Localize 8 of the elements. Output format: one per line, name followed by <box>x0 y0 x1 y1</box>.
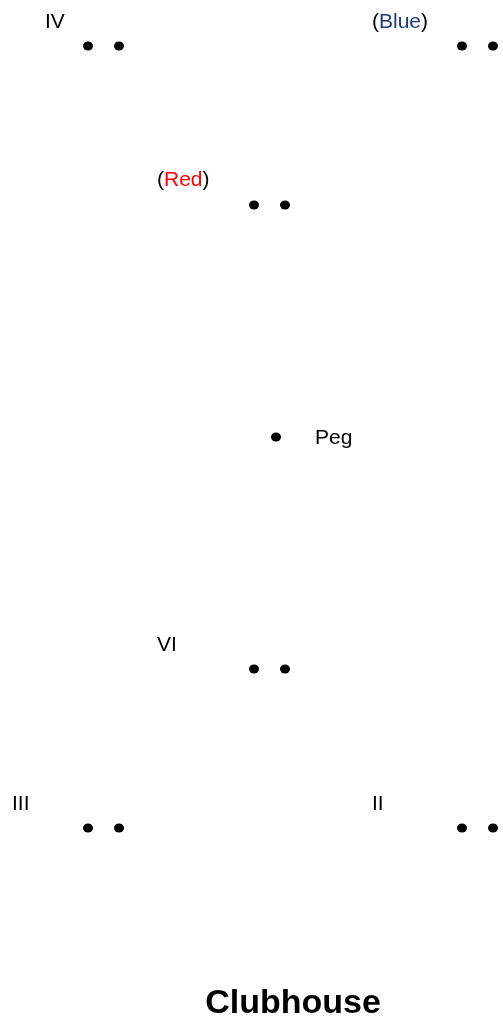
hoop-number: IV <box>45 10 65 31</box>
clubhouse-label: Clubhouse <box>205 984 381 1018</box>
hoop-number: II <box>372 792 384 813</box>
colour-label: (Blue) <box>372 10 429 31</box>
hoop-number: III <box>12 792 30 813</box>
colour-label: (Red) <box>157 168 210 189</box>
hoop-number: VI <box>157 633 177 654</box>
peg-label: Peg <box>315 426 353 447</box>
